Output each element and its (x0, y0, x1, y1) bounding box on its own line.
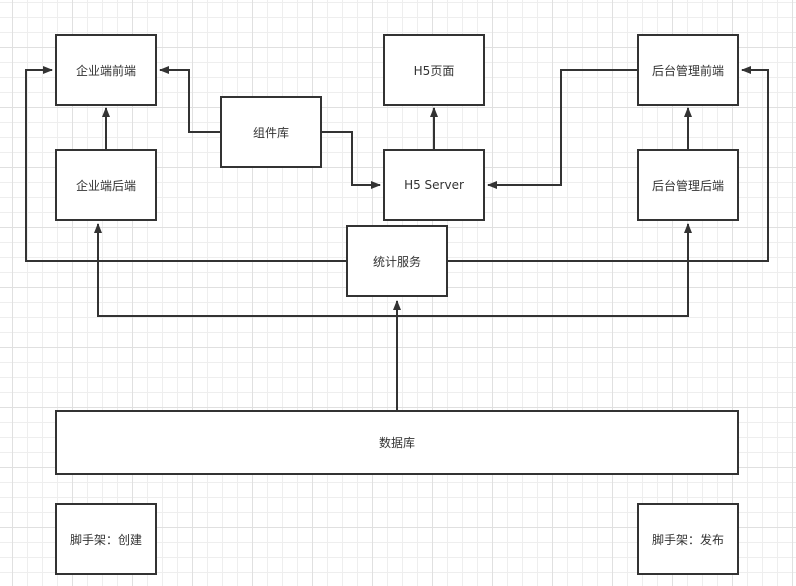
node-stats-service[interactable]: 统计服务 (346, 225, 448, 297)
node-enterprise-frontend[interactable]: 企业端前端 (55, 34, 157, 106)
node-scaffold-publish[interactable]: 脚手架：发布 (637, 503, 739, 575)
node-label: 脚手架：创建 (69, 532, 142, 547)
edge-component-library-to-enterprise-frontend (159, 66, 221, 133)
node-label: 数据库 (378, 436, 415, 450)
edge-database-to-admin-backend (397, 223, 692, 317)
node-label: 后台管理前端 (651, 63, 724, 78)
node-database[interactable]: 数据库 (55, 410, 739, 475)
edge-database-to-enterprise-backend (94, 223, 397, 317)
node-h5-server[interactable]: H5 Server (383, 149, 485, 221)
node-label: 脚手架：发布 (651, 532, 724, 547)
node-admin-frontend[interactable]: 后台管理前端 (637, 34, 739, 106)
node-admin-backend[interactable]: 后台管理后端 (637, 149, 739, 221)
edge-component-library-to-h5-server (321, 131, 381, 189)
node-label: H5页面 (413, 63, 455, 78)
node-h5-page[interactable]: H5页面 (383, 34, 485, 106)
node-component-library[interactable]: 组件库 (220, 96, 322, 168)
edge-stats-to-admin-frontend (447, 66, 769, 262)
edge-stats-to-enterprise-frontend (25, 66, 347, 262)
node-label: H5 Server (404, 178, 464, 192)
node-label: 后台管理后端 (651, 178, 724, 193)
edge-admin-frontend-to-h5-server (487, 69, 637, 189)
node-label: 统计服务 (372, 254, 421, 269)
node-scaffold-create[interactable]: 脚手架：创建 (55, 503, 157, 575)
node-label: 企业端后端 (75, 178, 136, 193)
node-label: 组件库 (252, 125, 289, 140)
node-enterprise-backend[interactable]: 企业端后端 (55, 149, 157, 221)
node-label: 企业端前端 (75, 63, 136, 78)
